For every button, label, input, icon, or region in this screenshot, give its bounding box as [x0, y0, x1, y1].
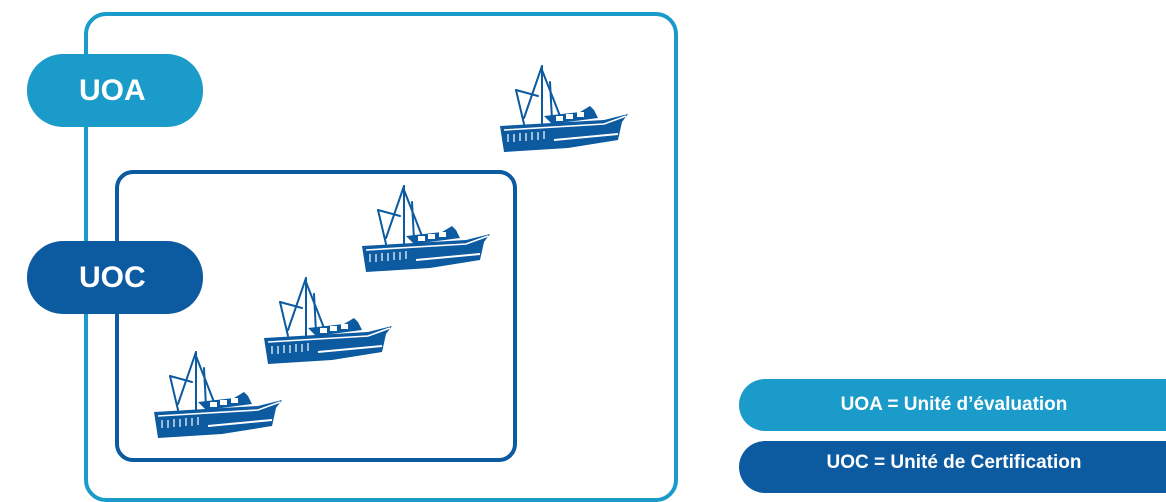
- fishing-boat-icon: [494, 60, 634, 160]
- uoa-label: UOA: [27, 54, 203, 127]
- uoc-label: UOC: [27, 241, 203, 314]
- fishing-boat-icon: [356, 180, 496, 280]
- legend-uoc: UOC = Unité de Certification: [739, 441, 1166, 493]
- legend-uoa: UOA = Unité d’évaluation: [739, 379, 1166, 431]
- fishing-boat-icon: [148, 346, 288, 446]
